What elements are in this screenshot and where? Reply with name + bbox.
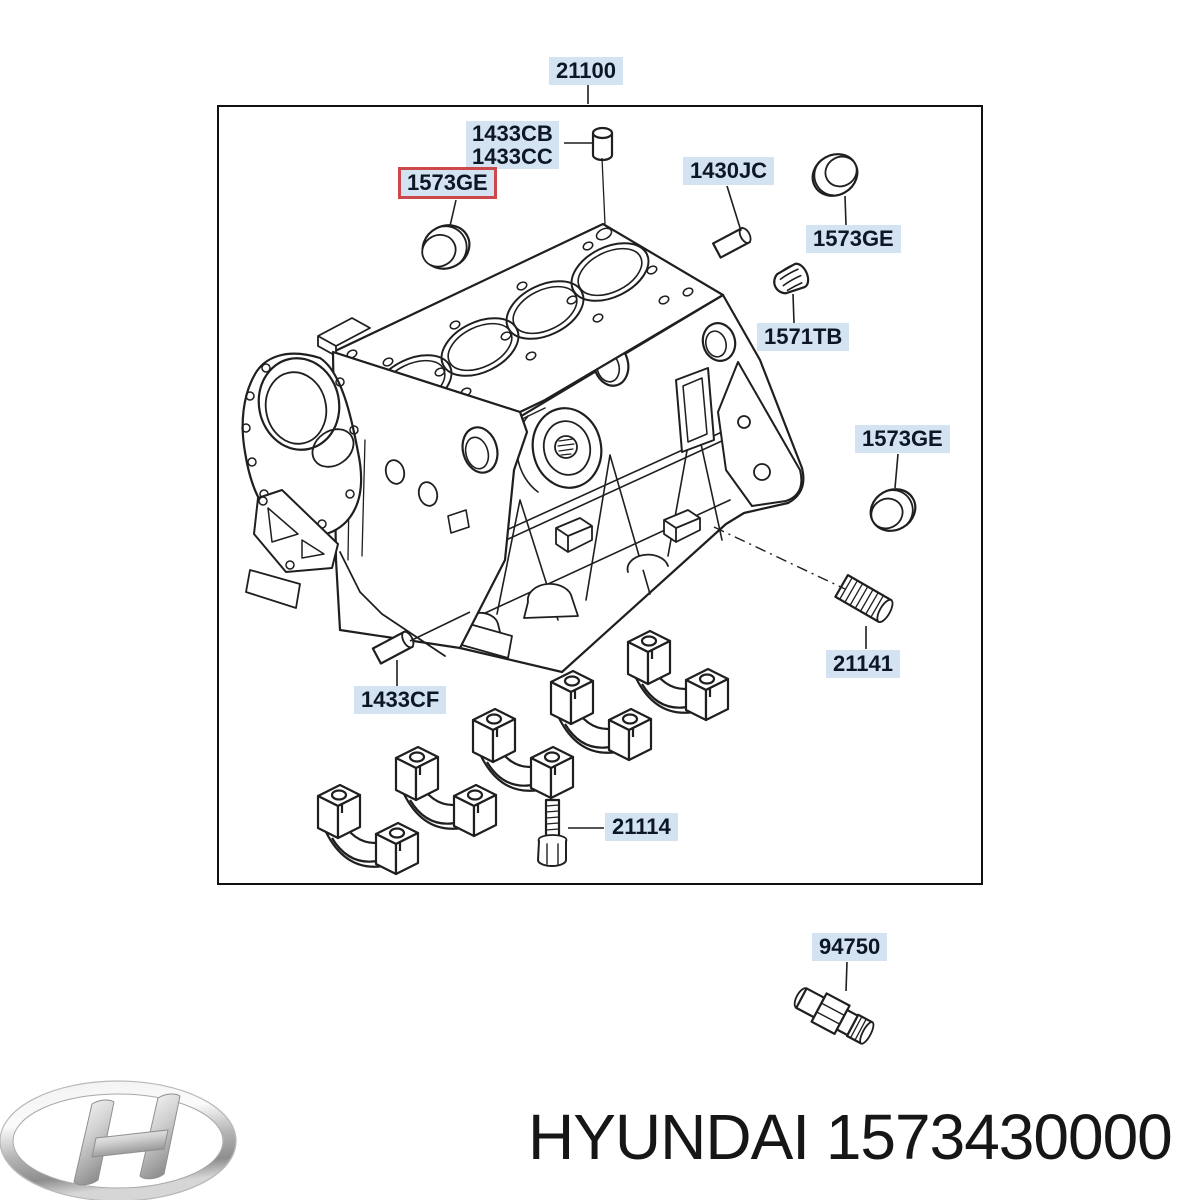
engine-block-drawing [241, 222, 805, 674]
part-label-1573ge-highlighted[interactable]: 1573GE [398, 167, 497, 199]
dowel-bush-1433cb [591, 126, 614, 162]
freeze-plug-mid-right [869, 488, 917, 532]
part-label-1573ge-mid-right[interactable]: 1573GE [855, 425, 950, 453]
part-label-21100[interactable]: 21100 [549, 57, 623, 85]
part-label-21114[interactable]: 21114 [605, 813, 678, 841]
dowel-pin-1433cf [371, 630, 415, 665]
part-label-line-1: 1433CB [472, 121, 553, 146]
part-label-1433cf[interactable]: 1433CF [354, 686, 447, 714]
part-label-21141[interactable]: 21141 [826, 650, 900, 678]
part-label-94750[interactable]: 94750 [812, 933, 888, 961]
freeze-plug-top-right [811, 153, 859, 197]
oil-pressure-switch-94750 [793, 987, 875, 1045]
part-label-1433cb-1433cc[interactable]: 1433CB 1433CC [466, 121, 559, 169]
part-label-1571tb[interactable]: 1571TB [757, 323, 850, 351]
leader-lines [396, 84, 899, 992]
freeze-plug-highlighted [421, 224, 471, 270]
threaded-stud-21141 [834, 574, 894, 623]
part-label-line-2: 1433CC [472, 144, 553, 169]
bearing-cap-bolt-21114 [537, 798, 568, 867]
part-title: HYUNDAI 1573430000 [528, 1101, 1173, 1173]
hyundai-logo [0, 1080, 237, 1200]
threaded-plug-1571tb [773, 262, 810, 295]
part-label-1430jc[interactable]: 1430JC [683, 157, 775, 185]
part-label-1573ge-top-right[interactable]: 1573GE [806, 225, 901, 253]
dowel-pin-1430jc [712, 226, 752, 259]
